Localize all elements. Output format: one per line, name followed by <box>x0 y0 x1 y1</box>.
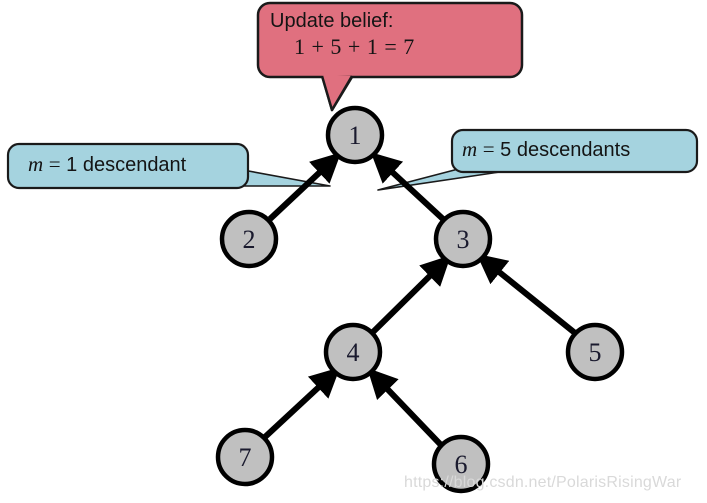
edge-7-to-4 <box>262 367 341 440</box>
edge-2-to-1 <box>267 152 342 222</box>
left-descendant-callout <box>6 142 331 190</box>
node-3[interactable] <box>433 209 493 269</box>
edge-4-to-3 <box>369 255 451 336</box>
edge-5-to-3 <box>476 253 577 336</box>
tree-edges <box>262 152 577 448</box>
right-descendant-callout <box>377 128 699 191</box>
node-2[interactable] <box>219 209 279 269</box>
node-5[interactable] <box>565 322 625 382</box>
node-1[interactable] <box>325 105 385 165</box>
edge-3-to-1 <box>370 152 446 222</box>
node-4[interactable] <box>323 322 383 382</box>
node-7[interactable] <box>215 427 275 487</box>
node-6[interactable] <box>431 434 491 494</box>
update-belief-callout <box>256 1 524 112</box>
edge-6-to-4 <box>367 367 444 448</box>
tree-nodes <box>215 105 625 494</box>
